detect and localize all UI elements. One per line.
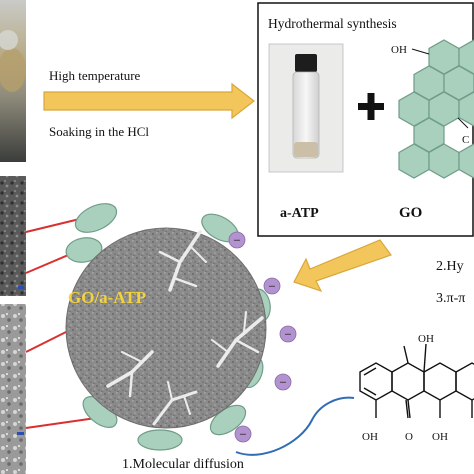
molecule-oh-bottom-left: OH (362, 431, 378, 443)
plus-icon (358, 93, 384, 120)
composite-label: GO/a-ATP (68, 288, 146, 307)
diffusion-path (235, 396, 355, 456)
mechanism-molecular-diffusion-label: 1.Molecular diffusion (122, 457, 244, 472)
charge-1: − (228, 231, 246, 249)
antibiotic-molecule (359, 343, 474, 419)
charge-4: − (274, 373, 292, 391)
mechanism-hydrogen-bond-label: 2.Hy (436, 259, 464, 274)
charge-sign: − (239, 427, 246, 442)
synthesis-box-title: Hydrothermal synthesis (268, 16, 397, 31)
negative-charges: − − − − − (228, 231, 297, 443)
pore-branches (106, 230, 264, 426)
charge-3: − (279, 325, 297, 343)
molecule-oh-bottom-right: OH (432, 431, 448, 443)
molecule-oh-top: OH (418, 333, 434, 345)
charge-sign: − (284, 327, 291, 342)
c-bond (457, 117, 469, 129)
mechanism-pi-pi-label: 3.π-π (436, 291, 465, 306)
go-oh-label: OH (391, 44, 407, 56)
process-step-soaking-hcl: Soaking in the HCl (49, 124, 149, 139)
synthesis-to-composite-arrow (293, 239, 392, 293)
charge-5: − (234, 425, 252, 443)
charge-2: − (263, 277, 281, 295)
process-arrow (43, 82, 255, 120)
sem-image-bottom (0, 304, 26, 474)
a-atp-label: a-ATP (280, 206, 319, 221)
oh-bond (411, 48, 430, 55)
sem-image-top (0, 176, 26, 296)
charge-sign: − (279, 375, 286, 390)
a-atp-vial-photo (268, 43, 344, 173)
composite-particle (65, 203, 271, 451)
go-label: GO (399, 205, 422, 221)
process-step-high-temperature: High temperature (49, 68, 141, 83)
sample-photo (0, 0, 26, 162)
charge-sign: − (233, 233, 240, 248)
charge-sign: − (268, 279, 275, 294)
molecule-o-bottom: O (405, 431, 413, 443)
go-c-label: C (462, 134, 469, 146)
go-hexagon-sheet (398, 39, 474, 179)
